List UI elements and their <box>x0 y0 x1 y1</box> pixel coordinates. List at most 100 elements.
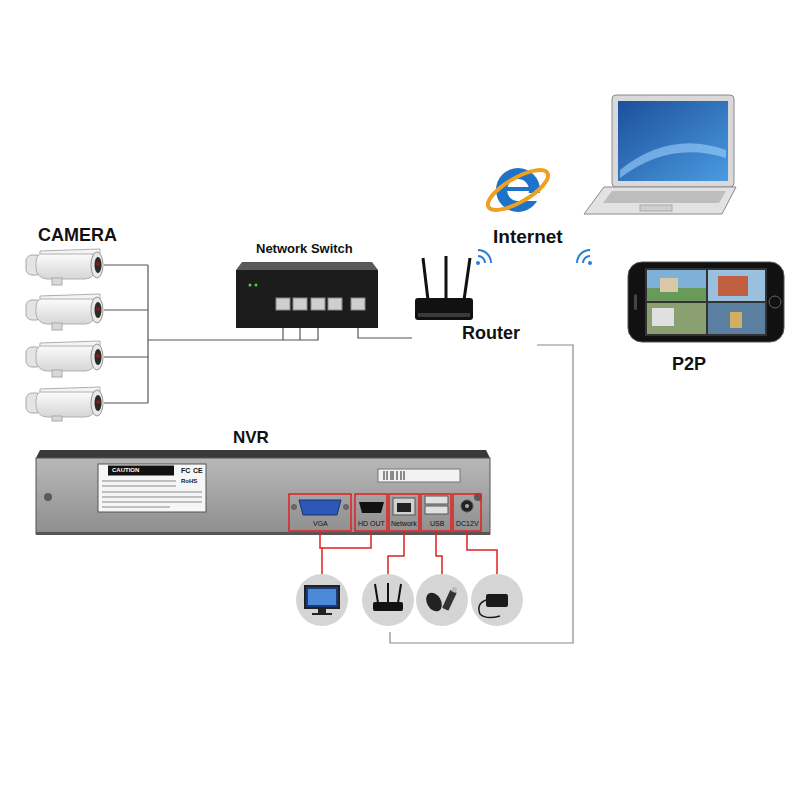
nvr-top <box>36 450 490 458</box>
nvr-screw <box>44 493 52 501</box>
nvr-device <box>36 450 490 535</box>
nvr-bottom <box>36 532 490 535</box>
camera-mount <box>52 278 62 285</box>
port-leaders <box>289 494 497 574</box>
camera-body <box>36 343 96 371</box>
router-antenna <box>375 584 378 603</box>
phone-screen <box>645 268 767 336</box>
barcode-bar <box>397 471 398 480</box>
router-antenna <box>387 583 389 603</box>
port-wire <box>299 328 300 340</box>
camera-mount <box>52 370 62 377</box>
camera-group: CAMERA <box>22 224 148 420</box>
fine-print-line <box>102 507 170 508</box>
barcode <box>384 471 404 480</box>
node-label: NVR <box>233 429 269 448</box>
bullet-camera <box>26 387 103 421</box>
camera-shade <box>40 341 100 346</box>
port-frame <box>389 494 419 531</box>
camera-lens <box>95 302 102 318</box>
camera-ir <box>96 307 100 311</box>
uplink-port <box>351 298 365 310</box>
fine-print-line <box>102 481 176 482</box>
bullet-camera <box>26 249 103 285</box>
network-port <box>393 498 415 515</box>
network-socket <box>397 503 411 512</box>
monitor-foot <box>312 613 332 615</box>
vga-screw <box>291 504 297 510</box>
fine-print-line <box>102 497 202 498</box>
phone-speaker <box>634 294 637 310</box>
wifi-dot <box>588 261 592 265</box>
port-label: DC12V <box>456 520 479 528</box>
port-label: USB <box>430 520 444 528</box>
router-antenna <box>423 258 428 300</box>
camera-front <box>91 344 103 370</box>
camera-lens <box>95 257 102 273</box>
laptop-touchpad <box>640 205 672 211</box>
cert-mark: FC <box>181 467 190 475</box>
camera-body <box>36 251 96 279</box>
barcode-bar <box>391 471 392 480</box>
fine-print-line <box>102 492 202 493</box>
router-device <box>415 256 473 320</box>
screen-swoosh <box>620 143 726 178</box>
hdmi-port <box>359 502 384 513</box>
peripheral-disc <box>416 574 468 626</box>
camera-ir <box>96 354 100 358</box>
node-label: P2P <box>672 355 706 375</box>
monitor-screen <box>308 589 336 605</box>
video-tile <box>708 303 765 334</box>
peripheral-disc <box>471 574 523 626</box>
camera-lens <box>95 395 102 411</box>
router-body <box>415 298 473 320</box>
router-node: Router <box>412 254 537 346</box>
logo-bar <box>507 187 529 191</box>
camera-shade <box>40 294 100 299</box>
leader-line <box>321 548 323 574</box>
wifi-symbol <box>577 250 592 265</box>
phone-button <box>769 296 781 308</box>
wifi-symbol <box>476 250 491 265</box>
wifi-arc <box>577 250 590 263</box>
peripheral-disc <box>362 574 414 626</box>
video-tile <box>647 270 706 301</box>
router-peripheral <box>362 574 414 626</box>
barcode-bar <box>404 471 405 480</box>
camera-front <box>91 297 103 323</box>
switch-top <box>236 262 378 270</box>
fine-print-line <box>102 502 202 503</box>
dc-port <box>461 500 473 512</box>
camera-wire <box>104 309 148 310</box>
port-frame <box>355 494 387 531</box>
peripheral-disc <box>296 574 348 626</box>
cert-mark: CE <box>193 467 203 475</box>
switch-led <box>249 284 252 287</box>
bullet-camera <box>26 294 103 330</box>
node-label: Router <box>462 324 520 344</box>
cert-mark: RoHS <box>181 478 197 485</box>
laptop <box>584 95 736 214</box>
router-front <box>418 313 470 317</box>
caution-sticker <box>98 464 206 512</box>
switch-led <box>255 284 258 287</box>
video-building <box>652 308 674 326</box>
camera-lens <box>95 349 102 365</box>
video-building <box>660 278 678 292</box>
camera-ir <box>96 262 100 266</box>
camera-mount <box>52 416 62 421</box>
camera-wire <box>104 402 148 403</box>
barcode-bar <box>384 471 385 480</box>
usb-port <box>425 506 448 514</box>
camera-bus <box>147 265 148 403</box>
barcode-bar <box>401 471 402 480</box>
usb-port <box>425 496 448 504</box>
camera-wire <box>104 356 148 357</box>
router-antenna <box>464 258 470 300</box>
bullet-camera <box>26 341 103 377</box>
internet-node: Internet <box>482 156 582 250</box>
camera-body <box>36 389 96 417</box>
switch-port <box>276 298 290 310</box>
switch-port <box>328 298 342 310</box>
